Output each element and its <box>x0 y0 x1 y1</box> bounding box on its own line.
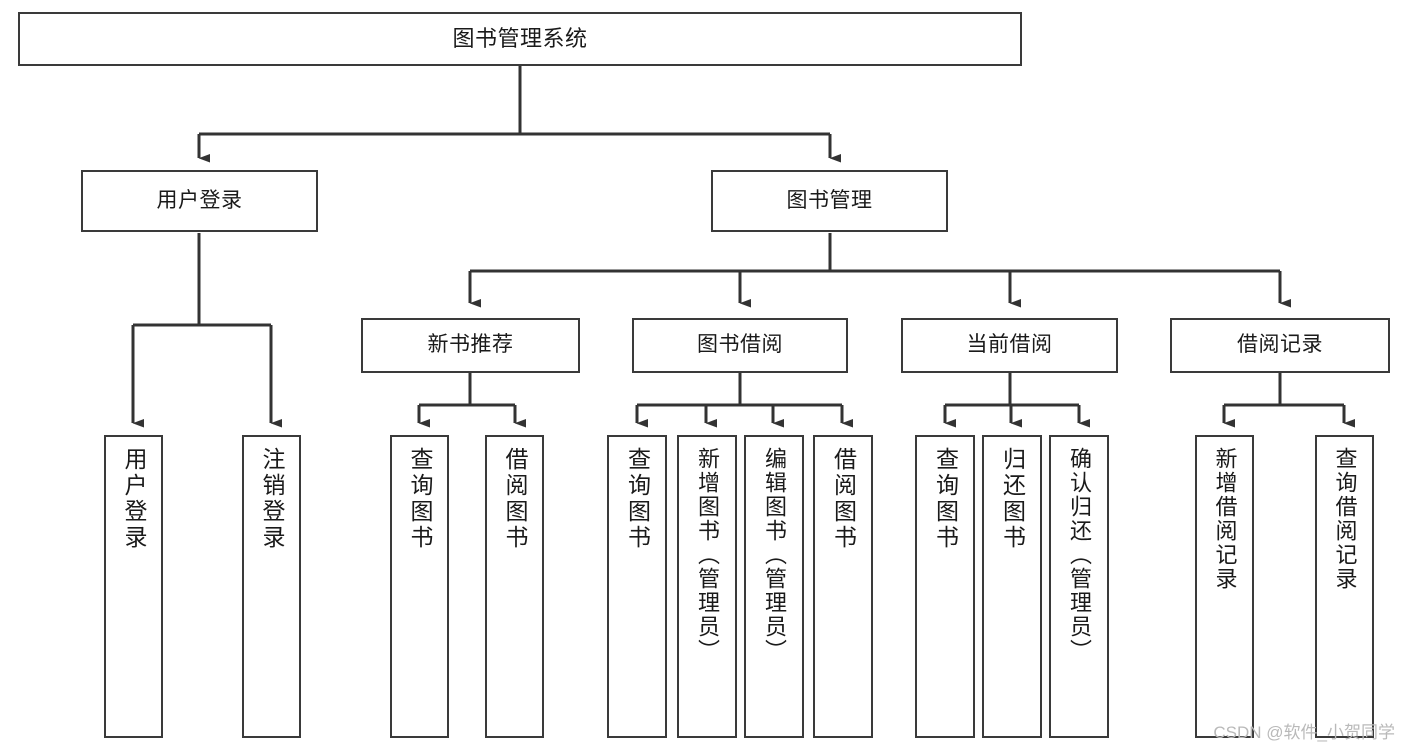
node-book-management-label: 图书管理 <box>786 188 873 212</box>
leaf-label: 查询图书 <box>624 447 651 551</box>
leaf-label: 借阅图书 <box>502 447 528 551</box>
leaf-record-add-record[interactable]: 新增借阅记录 <box>1195 435 1254 738</box>
leaf-borrow-query-book[interactable]: 查询图书 <box>607 435 667 738</box>
leaf-label: 借阅图书 <box>830 447 857 551</box>
node-book-borrow-label: 图书借阅 <box>697 333 783 357</box>
node-book-borrow[interactable]: 图书借阅 <box>632 318 848 373</box>
leaf-label: 注销登录 <box>259 447 285 551</box>
leaf-label: 确认归还（管理员） <box>1067 447 1092 663</box>
leaf-borrow-edit-book-admin[interactable]: 编辑图书（管理员） <box>744 435 804 738</box>
leaf-label: 查询借阅记录 <box>1332 447 1358 591</box>
leaf-label: 归还图书 <box>999 447 1026 551</box>
leaf-label: 新增借阅记录 <box>1212 447 1238 591</box>
leaf-record-query-record[interactable]: 查询借阅记录 <box>1315 435 1374 738</box>
node-root[interactable]: 图书管理系统 <box>18 12 1022 66</box>
leaf-label: 编辑图书（管理员） <box>762 447 787 663</box>
leaf-label: 新增图书（管理员） <box>695 447 720 663</box>
leaf-label: 查询图书 <box>407 447 433 551</box>
leaf-label: 用户登录 <box>121 447 147 551</box>
node-borrow-record-label: 借阅记录 <box>1237 333 1323 357</box>
leaf-current-confirm-return-admin[interactable]: 确认归还（管理员） <box>1049 435 1109 738</box>
node-current-borrow-label: 当前借阅 <box>966 333 1053 357</box>
leaf-user-login-logout[interactable]: 注销登录 <box>242 435 301 738</box>
csdn-watermark: CSDN @软件_小贺同学 <box>1213 723 1395 742</box>
leaf-user-login-login[interactable]: 用户登录 <box>104 435 163 738</box>
leaf-borrow-borrow-book[interactable]: 借阅图书 <box>813 435 873 738</box>
leaf-recommend-borrow-book[interactable]: 借阅图书 <box>485 435 544 738</box>
leaf-borrow-add-book-admin[interactable]: 新增图书（管理员） <box>677 435 737 738</box>
node-borrow-record[interactable]: 借阅记录 <box>1170 318 1390 373</box>
node-new-book-recommend[interactable]: 新书推荐 <box>361 318 580 373</box>
node-user-login-label: 用户登录 <box>156 188 243 212</box>
leaf-recommend-query-book[interactable]: 查询图书 <box>390 435 449 738</box>
leaf-label: 查询图书 <box>932 447 959 551</box>
node-current-borrow[interactable]: 当前借阅 <box>901 318 1118 373</box>
node-user-login[interactable]: 用户登录 <box>81 170 318 232</box>
node-root-label: 图书管理系统 <box>452 26 588 52</box>
node-new-book-recommend-label: 新书推荐 <box>427 333 514 357</box>
leaf-current-query-book[interactable]: 查询图书 <box>915 435 975 738</box>
node-book-management[interactable]: 图书管理 <box>711 170 948 232</box>
leaf-current-return-book[interactable]: 归还图书 <box>982 435 1042 738</box>
